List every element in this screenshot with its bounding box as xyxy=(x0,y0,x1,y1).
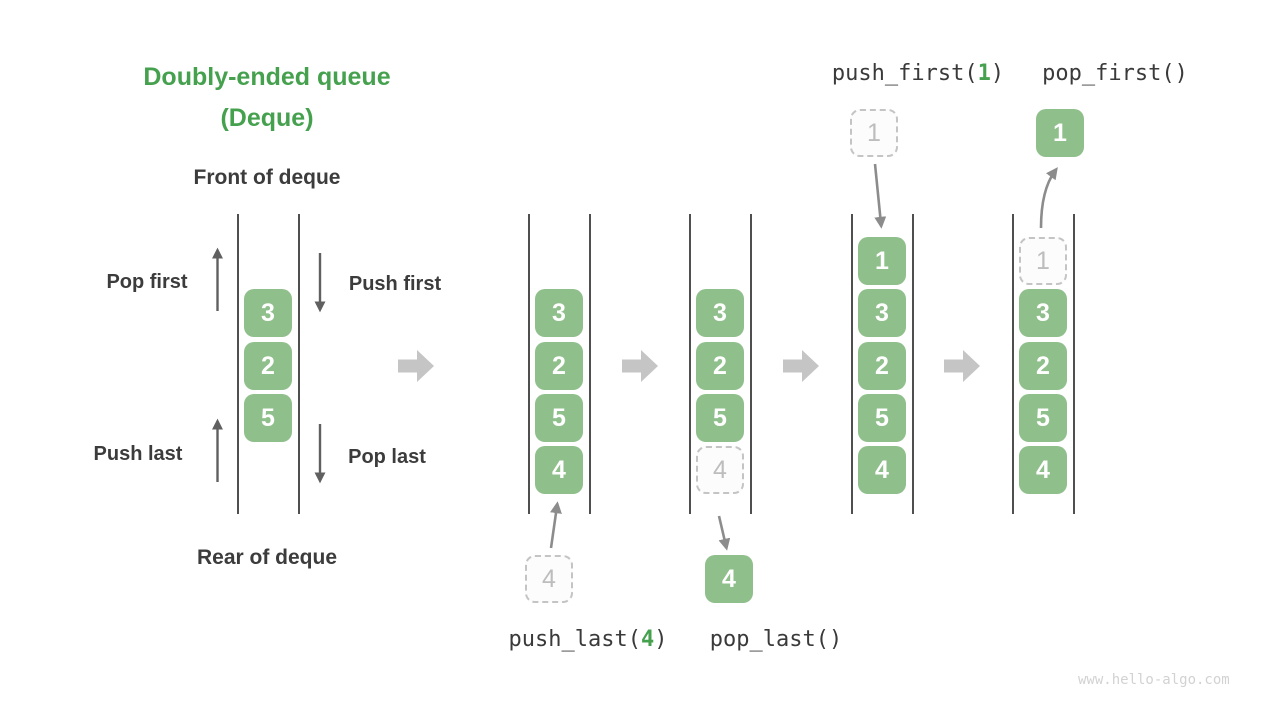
op-pop-first-prefix: pop_first( xyxy=(1042,61,1175,86)
queue-cell: 1 xyxy=(858,237,906,285)
diagram-title-line1: Doubly-ended queue xyxy=(143,63,391,91)
incoming-cell-push-last: 4 xyxy=(525,555,573,603)
diagram-title: Doubly-ended queue (Deque) xyxy=(143,57,390,139)
queue2-wall-right xyxy=(589,214,591,514)
push-first-label: Push first xyxy=(348,273,442,295)
queue4-wall-left xyxy=(851,214,853,514)
op-push-last-suffix: ) xyxy=(654,627,668,652)
queue3-wall-left xyxy=(689,214,691,514)
queue-cell: 3 xyxy=(244,289,292,337)
queue-cell: 5 xyxy=(535,394,583,442)
op-label-push-first: push_first(1) xyxy=(832,61,1004,86)
queue-cell: 4 xyxy=(535,446,583,494)
push-last-move-arrow-icon xyxy=(549,501,562,549)
push-first-move-arrow-icon xyxy=(873,163,887,229)
queue-cell: 2 xyxy=(696,342,744,390)
queue-cell: 2 xyxy=(1019,342,1067,390)
queue-cell: 5 xyxy=(696,394,744,442)
removed-slot-pop-first: 1 xyxy=(1019,237,1067,285)
queue3-wall-right xyxy=(750,214,752,514)
watermark: www.hello-algo.com xyxy=(1078,672,1230,688)
queue-cell: 2 xyxy=(858,342,906,390)
queue-cell: 5 xyxy=(858,394,906,442)
outgoing-cell-pop-last: 4 xyxy=(705,555,753,603)
rear-of-deque-label: Rear of deque xyxy=(196,546,338,569)
op-push-last-prefix: push_last( xyxy=(508,627,641,652)
queue5-wall-right xyxy=(1073,214,1075,514)
queue-cell: 4 xyxy=(858,446,906,494)
stage-arrow-icon xyxy=(783,350,819,382)
pop-first-label: Pop first xyxy=(106,271,188,293)
queue-cell: 3 xyxy=(696,289,744,337)
op-push-first-suffix: ) xyxy=(990,61,1005,86)
op-push-first-prefix: push_first( xyxy=(831,61,978,86)
queue2-wall-left xyxy=(528,214,530,514)
pop-last-label: Pop last xyxy=(348,446,426,468)
pop-first-move-arrow-icon xyxy=(1039,167,1058,229)
stage-arrow-icon xyxy=(398,350,434,382)
op-pop-first-suffix: ) xyxy=(1174,61,1188,86)
removed-slot-pop-last: 4 xyxy=(696,446,744,494)
queue-cell: 2 xyxy=(535,342,583,390)
queue-cell: 3 xyxy=(535,289,583,337)
op-pop-last-suffix: ) xyxy=(828,627,843,652)
queue-cell: 5 xyxy=(244,394,292,442)
queue-cell: 4 xyxy=(1019,446,1067,494)
incoming-cell-push-first: 1 xyxy=(850,109,898,157)
op-label-push-last: push_last(4) xyxy=(509,627,668,652)
diagram-title-line2: (Deque) xyxy=(220,104,314,132)
stage-arrow-icon xyxy=(622,350,658,382)
op-label-pop-last: pop_last() xyxy=(710,627,842,652)
queue-cell: 3 xyxy=(1019,289,1067,337)
push-last-label: Push last xyxy=(93,443,183,465)
queue5-wall-left xyxy=(1012,214,1014,514)
op-label-pop-first: pop_first() xyxy=(1042,61,1188,86)
op-push-last-arg: 4 xyxy=(640,627,655,652)
queue-cell: 2 xyxy=(244,342,292,390)
queue-cell: 3 xyxy=(858,289,906,337)
queue-cell: 5 xyxy=(1019,394,1067,442)
queue1-wall-right xyxy=(298,214,300,514)
outgoing-cell-pop-first: 1 xyxy=(1036,109,1084,157)
queue4-wall-right xyxy=(912,214,914,514)
pop-last-move-arrow-icon xyxy=(717,515,731,551)
op-push-first-arg: 1 xyxy=(977,61,991,86)
queue1-wall-left xyxy=(237,214,239,514)
stage-arrow-icon xyxy=(944,350,980,382)
op-pop-last-prefix: pop_last( xyxy=(709,627,829,652)
front-of-deque-label: Front of deque xyxy=(193,166,341,189)
